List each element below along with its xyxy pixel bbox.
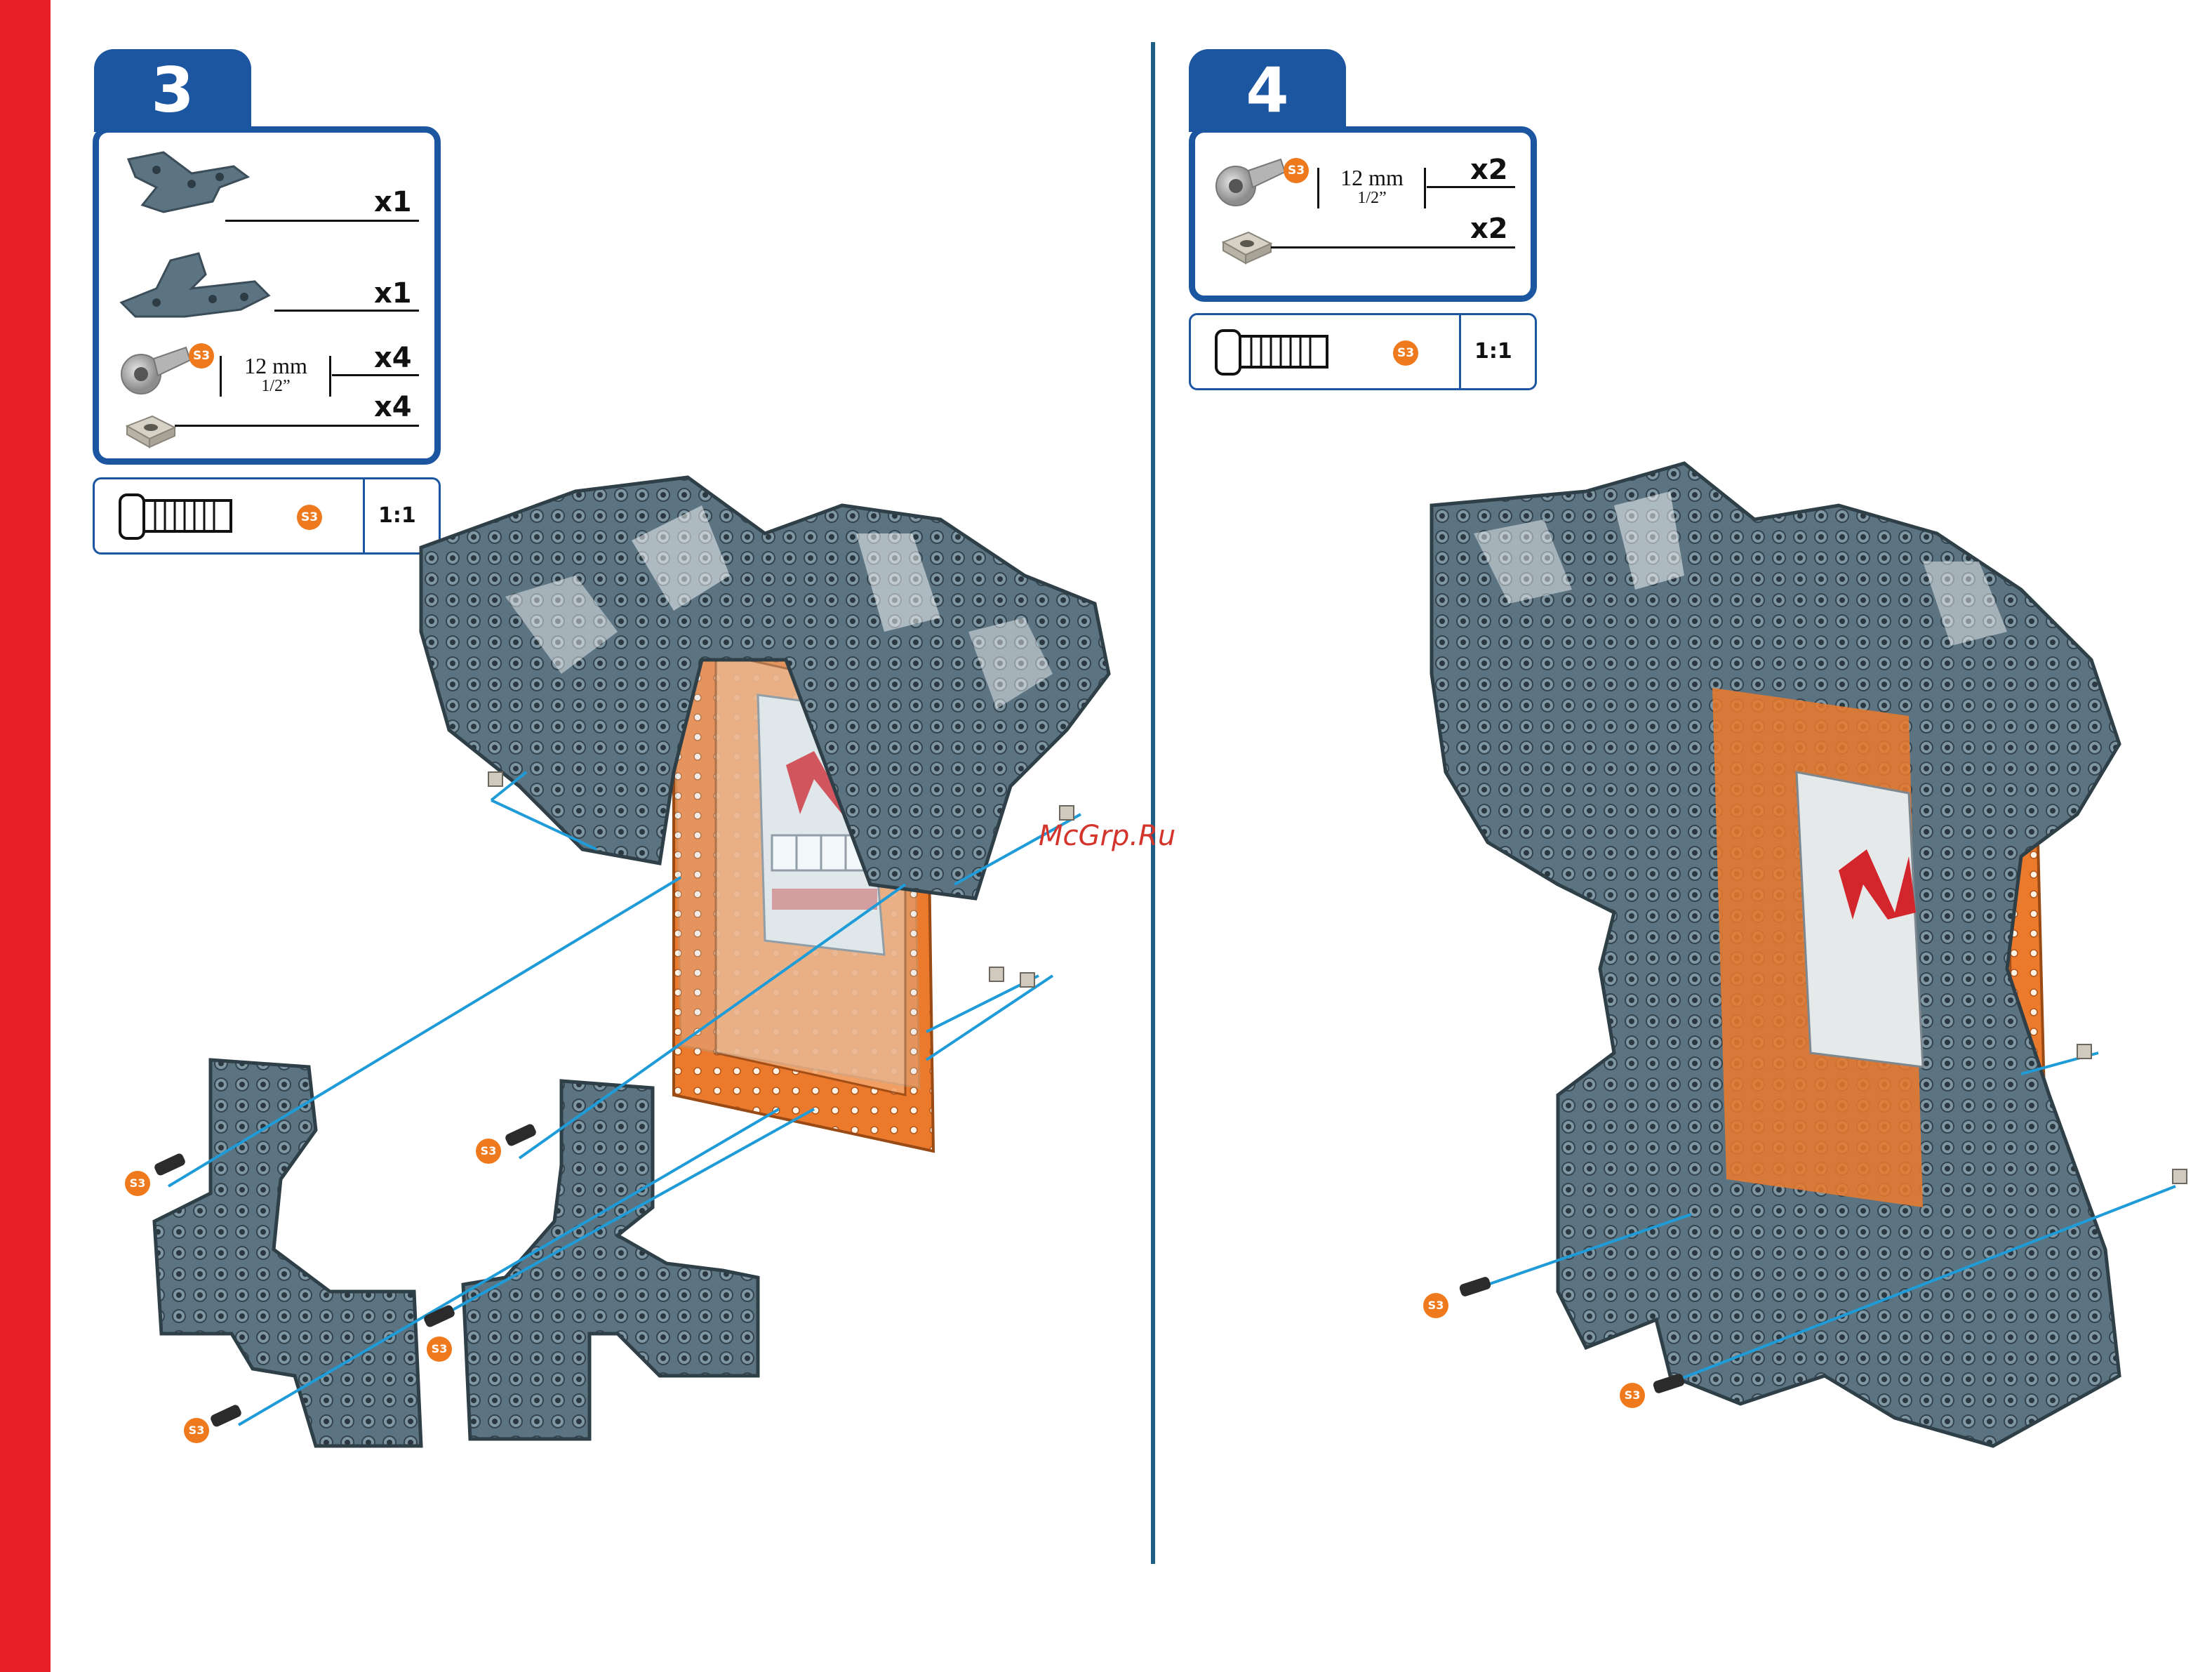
callout-badge: S3 [1423,1293,1448,1318]
step-3-assembly [153,477,1109,1446]
callout-badge: S3 [184,1418,209,1443]
step-4-assembly [1432,463,2187,1446]
callout-badge: S3 [1620,1383,1645,1408]
callout-badge: S3 [476,1139,501,1164]
callout-badge: S3 [125,1171,150,1196]
watermark: McGrp.Ru [1039,820,1175,852]
callout-badge: S3 [427,1336,452,1362]
left-bracket [154,1060,421,1446]
